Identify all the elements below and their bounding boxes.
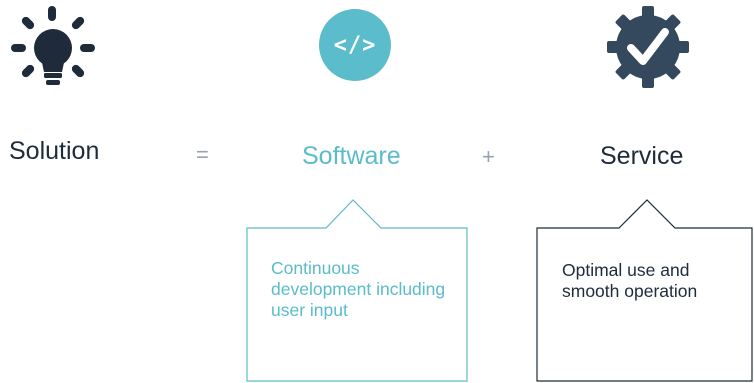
lightbulb-icon bbox=[11, 6, 95, 85]
software-callout-text: Continuous development including user in… bbox=[271, 258, 446, 320]
software-label: Software bbox=[302, 142, 401, 170]
gear-checkmark-icon bbox=[607, 6, 689, 88]
solution-label: Solution bbox=[9, 137, 100, 165]
service-callout-text: Optimal use and smooth operation bbox=[562, 260, 698, 301]
plus-sign: + bbox=[482, 144, 495, 169]
code-icon: </> bbox=[319, 9, 391, 81]
code-icon-glyph: </> bbox=[333, 32, 377, 58]
service-label: Service bbox=[600, 142, 684, 170]
service-callout-box bbox=[536, 199, 753, 382]
software-callout-box bbox=[246, 199, 468, 382]
equals-sign: = bbox=[196, 142, 209, 167]
